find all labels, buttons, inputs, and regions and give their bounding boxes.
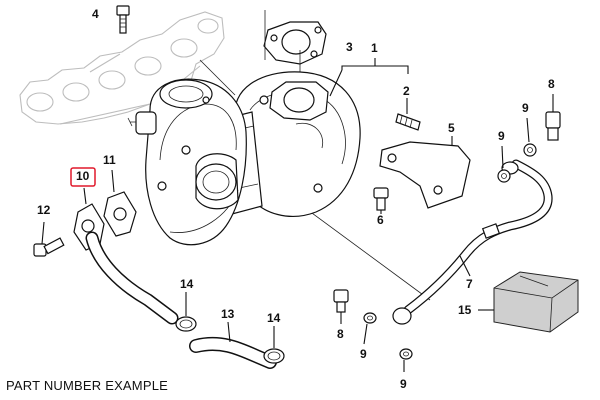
- oil-return-pipe[interactable]: [85, 231, 179, 325]
- callout-14-left[interactable]: 14: [180, 277, 194, 291]
- assembly-guide-lines: [159, 10, 431, 301]
- callout-13[interactable]: 13: [221, 307, 235, 321]
- manifold-bolt[interactable]: [116, 5, 130, 34]
- callout-15[interactable]: 15: [458, 303, 472, 317]
- oil-feed-line[interactable]: [392, 159, 553, 325]
- callout-2[interactable]: 2: [403, 84, 410, 98]
- banjo-bolt-lower[interactable]: [333, 289, 349, 324]
- callout-1[interactable]: 1: [371, 41, 378, 55]
- callout-10[interactable]: 10: [76, 169, 90, 183]
- oil-return-gasket[interactable]: [103, 169, 137, 237]
- flange-bolt[interactable]: [33, 221, 65, 257]
- highlighted-callout-frame: [70, 167, 96, 187]
- callout-6[interactable]: 6: [377, 213, 384, 227]
- callout-14-right[interactable]: 14: [267, 311, 281, 325]
- banjo-bolt-upper[interactable]: [545, 94, 561, 141]
- callout-4[interactable]: 4: [92, 7, 99, 21]
- oil-return-hose[interactable]: [189, 321, 277, 369]
- hose-clamp-left[interactable]: [175, 292, 197, 332]
- turbo-stud[interactable]: [395, 98, 421, 131]
- oil-line-bracket[interactable]: [379, 136, 471, 209]
- sealing-washer-upper-left[interactable]: [497, 145, 511, 183]
- turbo-flange-gasket[interactable]: [263, 21, 327, 65]
- callout-3[interactable]: 3: [346, 40, 353, 54]
- turbocharger[interactable]: [127, 71, 361, 246]
- callout-5[interactable]: 5: [448, 121, 455, 135]
- callout-11[interactable]: 11: [103, 153, 116, 167]
- callout-8-upper[interactable]: 8: [548, 77, 555, 91]
- callout-8-lower[interactable]: 8: [337, 327, 344, 341]
- callout-7[interactable]: 7: [466, 277, 473, 291]
- caption: PART NUMBER EXAMPLE: [6, 378, 169, 393]
- sealing-washer-lower-right[interactable]: [399, 348, 413, 372]
- callout-9-c[interactable]: 9: [360, 347, 367, 361]
- callout-9-b[interactable]: 9: [498, 129, 505, 143]
- callout-9-a[interactable]: 9: [522, 101, 529, 115]
- callout-leader-1: [329, 58, 409, 97]
- callout-12[interactable]: 12: [37, 203, 51, 217]
- sealing-washer-upper-right[interactable]: [523, 117, 537, 157]
- hose-clamp-right[interactable]: [263, 326, 285, 364]
- callout-labels: 1 2 3 4 5 6 7 8 8 9 9 9 9 10 11 12 13 14…: [37, 7, 555, 391]
- callout-9-d[interactable]: 9: [400, 377, 407, 391]
- bracket-bolt[interactable]: [373, 187, 389, 214]
- sealing-washer-lower-left[interactable]: [363, 312, 377, 345]
- gasket-kit-box[interactable]: [478, 271, 579, 333]
